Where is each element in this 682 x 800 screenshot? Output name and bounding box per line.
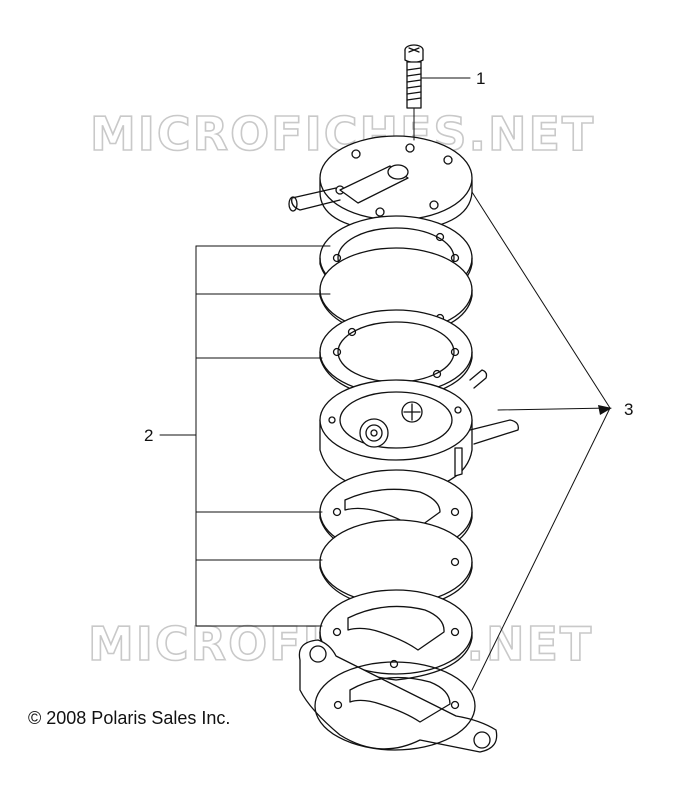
bolt-part bbox=[404, 44, 424, 109]
top-cover-part bbox=[288, 135, 473, 233]
copyright-notice: © 2008 Polaris Sales Inc. bbox=[28, 708, 231, 728]
callout-1-label: 1 bbox=[476, 69, 485, 88]
callout-2-label: 2 bbox=[144, 426, 153, 445]
leader-lines bbox=[159, 77, 611, 691]
callout-3-label: 3 bbox=[624, 400, 633, 419]
base-plate-part bbox=[298, 639, 498, 753]
